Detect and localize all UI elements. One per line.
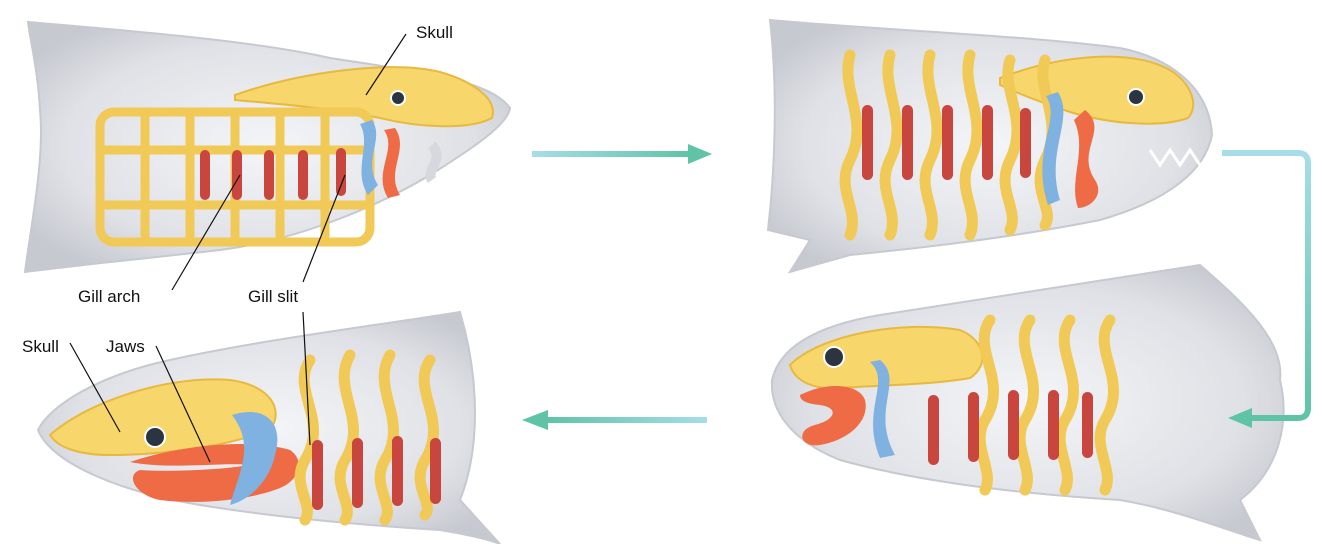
front-arch — [430, 145, 436, 180]
eye — [391, 91, 405, 105]
label-gill-arch: Gill arch — [78, 287, 140, 306]
eye — [145, 427, 165, 447]
arrow-stage3-to-stage4 — [522, 410, 707, 430]
eye — [824, 347, 844, 367]
stage-3-early-jaws — [772, 265, 1284, 540]
label-jaws: Jaws — [106, 337, 145, 356]
eye — [1128, 89, 1144, 105]
stage-2-transitional — [768, 20, 1212, 272]
arrow-stage1-to-stage2 — [532, 144, 712, 164]
label-skull-bottom: Skull — [22, 337, 59, 356]
stage-1-jawless-fish: Skull Gill arch Gill slit — [25, 22, 510, 306]
label-skull-top: Skull — [416, 23, 453, 42]
label-gill-slit: Gill slit — [248, 287, 298, 306]
stage-4-jawed-fish: Skull Jaws — [22, 312, 500, 544]
